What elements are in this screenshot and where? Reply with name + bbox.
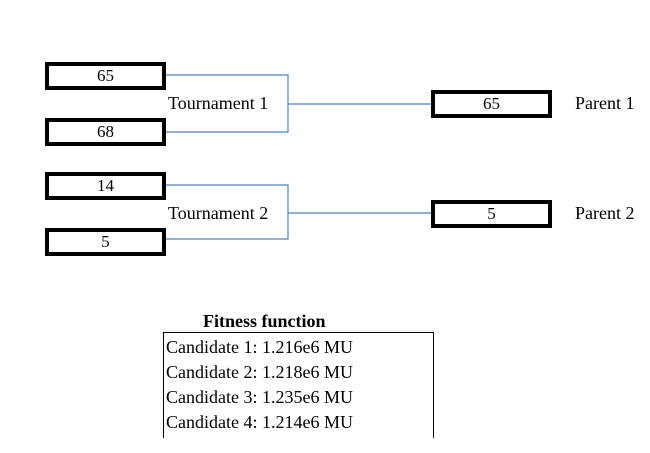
parent-2-label: Parent 2 xyxy=(575,203,635,223)
candidate-box-t1-1: 65 xyxy=(45,62,166,90)
candidate-box-t2-2: 5 xyxy=(45,228,166,256)
fitness-function-title: Fitness function xyxy=(203,311,326,331)
winner-box-tournament-2: 5 xyxy=(431,200,552,228)
fitness-row-candidate-2: Candidate 2: 1.218e6 MU xyxy=(166,362,353,382)
candidate-box-t2-1: 14 xyxy=(45,172,166,200)
tournament-1-label: Tournament 1 xyxy=(168,93,271,113)
fitness-table: Candidate 1: 1.216e6 MU Candidate 2: 1.2… xyxy=(163,332,434,438)
tournament-2-label: Tournament 2 xyxy=(168,203,271,223)
fitness-row-candidate-4: Candidate 4: 1.214e6 MU xyxy=(166,412,353,432)
fitness-row-candidate-1: Candidate 1: 1.216e6 MU xyxy=(166,337,353,357)
bracket-tournament-2 xyxy=(164,184,289,240)
parent-1-label: Parent 1 xyxy=(575,93,635,113)
candidate-box-t1-2: 68 xyxy=(45,118,166,146)
winner-box-tournament-1: 65 xyxy=(431,90,552,118)
fitness-row-candidate-3: Candidate 3: 1.235e6 MU xyxy=(166,387,353,407)
